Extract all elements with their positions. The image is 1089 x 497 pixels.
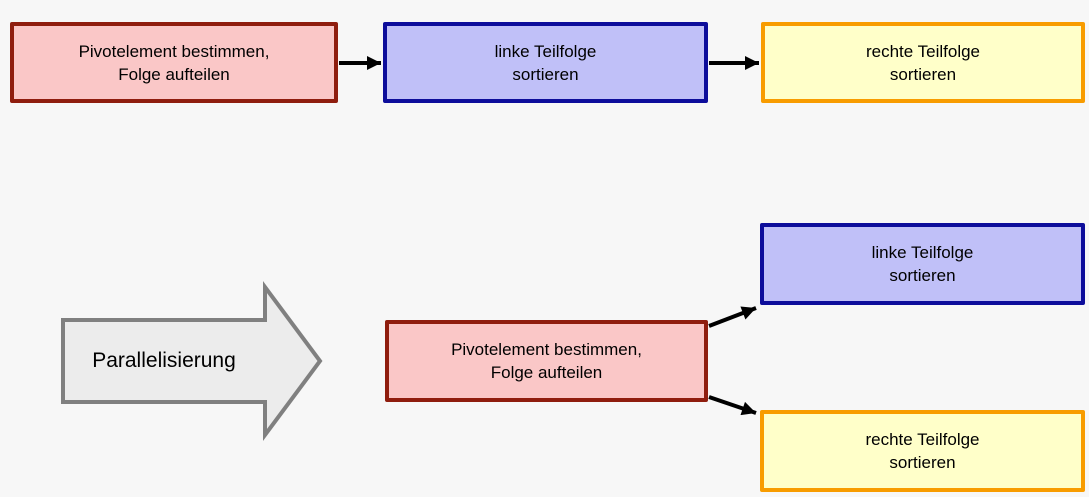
arrow-par-pivot-to-right [708, 395, 757, 416]
parallel-pivot-box: Pivotelement bestimmen, Folge aufteilen [385, 320, 708, 402]
parallel-right-subsequence-box: rechte Teilfolge sortieren [760, 410, 1085, 492]
parallel-right-line1: rechte Teilfolge [865, 430, 980, 449]
parallelisierung-label: Parallelisierung [92, 349, 236, 372]
parallel-left-line1: linke Teilfolge [871, 243, 974, 262]
parallel-left-subsequence-box: linke Teilfolge sortieren [760, 223, 1085, 305]
sequential-right-line1: rechte Teilfolge [865, 41, 981, 61]
arrow-par-pivot-to-left [708, 306, 757, 328]
sequential-right-subsequence-box: rechte Teilfolge sortieren [761, 22, 1085, 103]
sequential-left-subsequence-box: linke Teilfolge sortieren [383, 22, 708, 103]
sequential-right-line2: sortieren [889, 64, 957, 84]
parallel-left-line2: sortieren [889, 266, 956, 285]
sequential-left-line1: linke Teilfolge [494, 41, 597, 61]
sequential-left-line2: sortieren [512, 64, 579, 84]
parallel-pivot-line2: Folge aufteilen [490, 363, 603, 382]
parallel-pivot-line1: Pivotelement bestimmen, [451, 340, 642, 359]
sequential-pivot-line1: Pivotelement bestimmen, [78, 41, 270, 61]
sequential-pivot-box: Pivotelement bestimmen, Folge aufteilen [10, 22, 338, 103]
parallel-right-line2: sortieren [889, 453, 956, 472]
sequential-pivot-line2: Folge aufteilen [118, 64, 230, 84]
